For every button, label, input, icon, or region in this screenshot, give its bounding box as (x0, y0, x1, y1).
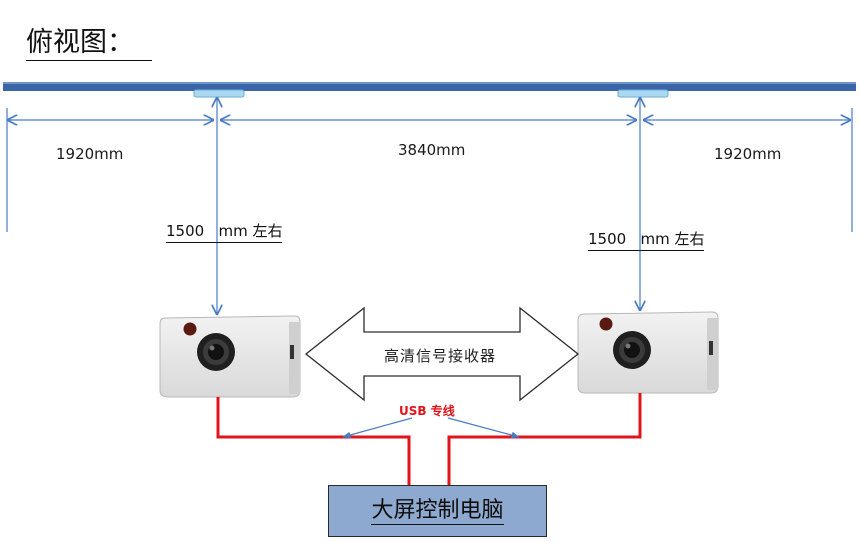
usb-wires (216, 393, 642, 486)
receiver-label: 高清信号接收器 (384, 347, 497, 365)
dimension-lines (6, 108, 853, 232)
control-pc-box: 大屏控制电脑 (328, 485, 547, 537)
usb-label: USB 专线 (399, 404, 455, 418)
distance-label-right: 1500 mm 左右 (588, 229, 705, 251)
distance-label-left: 1500 mm 左右 (166, 221, 283, 243)
page-title: 俯视图： (26, 26, 152, 61)
distance-arrows (217, 98, 640, 314)
receiver-device-right (577, 311, 719, 394)
receiver-device-left (159, 315, 301, 398)
dimension-middle-label: 3840mm (398, 141, 466, 159)
dimension-left-label: 1920mm (56, 145, 124, 163)
control-pc-label: 大屏控制电脑 (371, 497, 504, 525)
double-arrow (304, 306, 580, 402)
usb-pointer-arrows (342, 417, 520, 439)
sensor-left (193, 89, 245, 98)
screen-wall (3, 82, 856, 91)
dimension-right-label: 1920mm (714, 145, 782, 163)
sensor-right (617, 89, 669, 98)
